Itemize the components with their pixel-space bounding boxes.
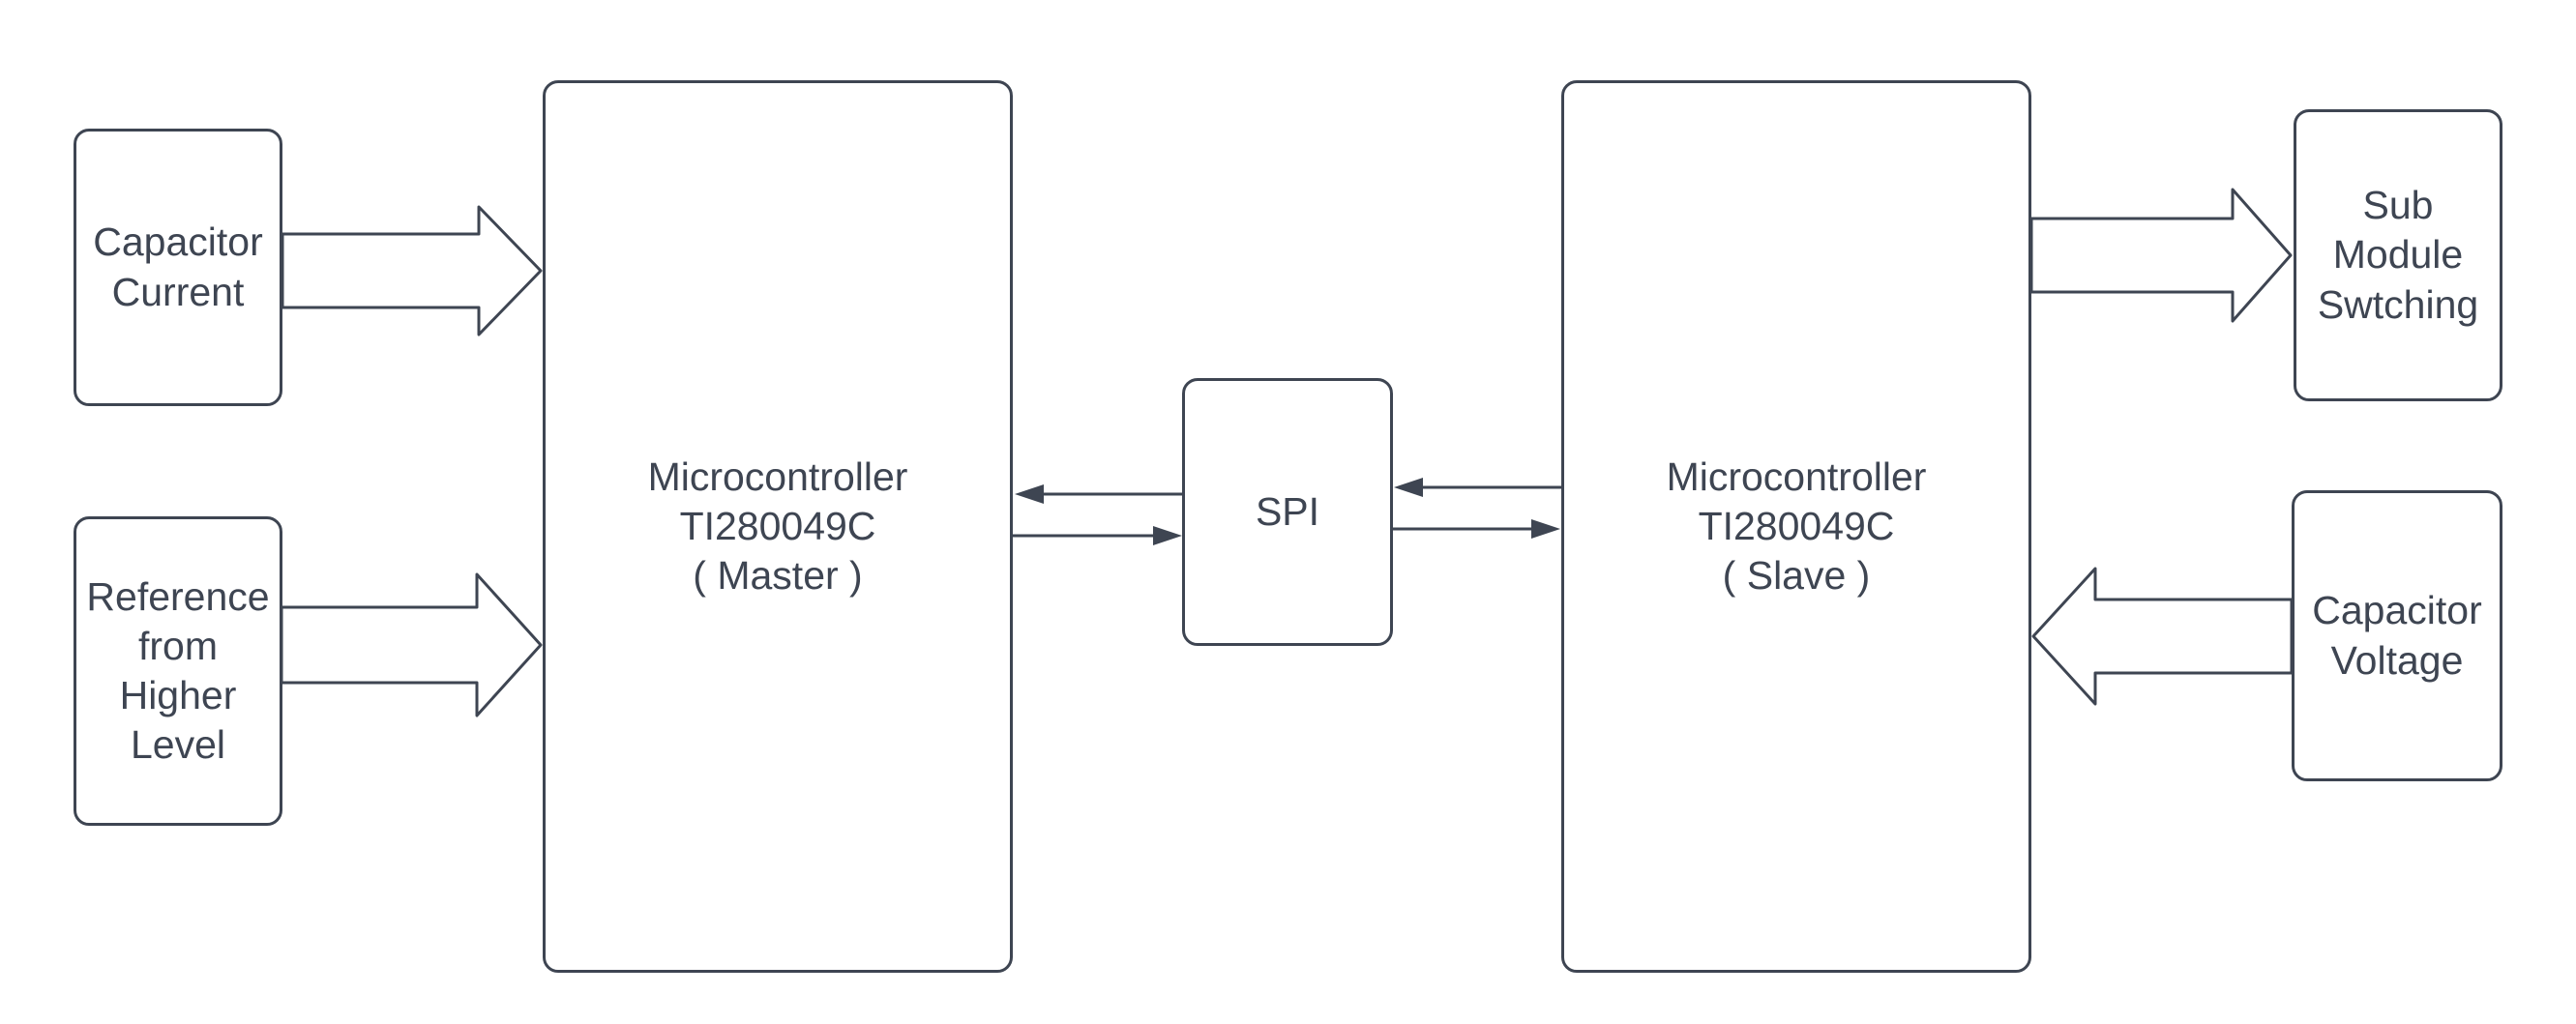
node-capacitor-current: Capacitor Current bbox=[74, 129, 282, 406]
arrowhead-left-icon bbox=[1394, 478, 1423, 497]
node-reference-label: Reference from Higher Level bbox=[86, 573, 270, 768]
thin-arrow-master-to-spi bbox=[1013, 526, 1182, 545]
node-capacitor-current-label: Capacitor Current bbox=[93, 219, 263, 314]
block-arrow-slave-to-sub-module bbox=[2029, 188, 2293, 323]
node-capacitor-voltage: Capacitor Voltage bbox=[2292, 490, 2502, 781]
node-microcontroller-slave: Microcontroller TI280049C ( Slave ) bbox=[1561, 80, 2031, 973]
thin-arrow-slave-to-spi bbox=[1394, 478, 1561, 497]
thin-arrow-spi-to-master bbox=[1015, 484, 1183, 504]
arrowhead-right-icon bbox=[1153, 526, 1182, 545]
block-arrow-reference-to-master bbox=[280, 572, 543, 717]
node-slave-label: Microcontroller TI280049C ( Slave ) bbox=[1666, 453, 1927, 599]
node-reference-from-higher-level: Reference from Higher Level bbox=[74, 516, 282, 826]
thin-arrow-spi-to-slave bbox=[1390, 519, 1560, 539]
arrowhead-left-icon bbox=[1015, 484, 1044, 504]
node-master-label: Microcontroller TI280049C ( Master ) bbox=[647, 453, 908, 599]
node-spi-label: SPI bbox=[1255, 488, 1320, 534]
arrowhead-right-icon bbox=[1531, 519, 1560, 539]
node-spi: SPI bbox=[1182, 378, 1393, 646]
block-arrow-capacitor-voltage-to-slave bbox=[2031, 567, 2294, 706]
node-sub-module-label: Sub Module Swtching bbox=[2317, 183, 2479, 327]
node-microcontroller-master: Microcontroller TI280049C ( Master ) bbox=[543, 80, 1013, 973]
node-sub-module-switching: Sub Module Swtching bbox=[2294, 109, 2502, 401]
node-capacitor-voltage-label: Capacitor Voltage bbox=[2312, 588, 2482, 683]
block-arrow-capacitor-current-to-master bbox=[281, 205, 543, 336]
